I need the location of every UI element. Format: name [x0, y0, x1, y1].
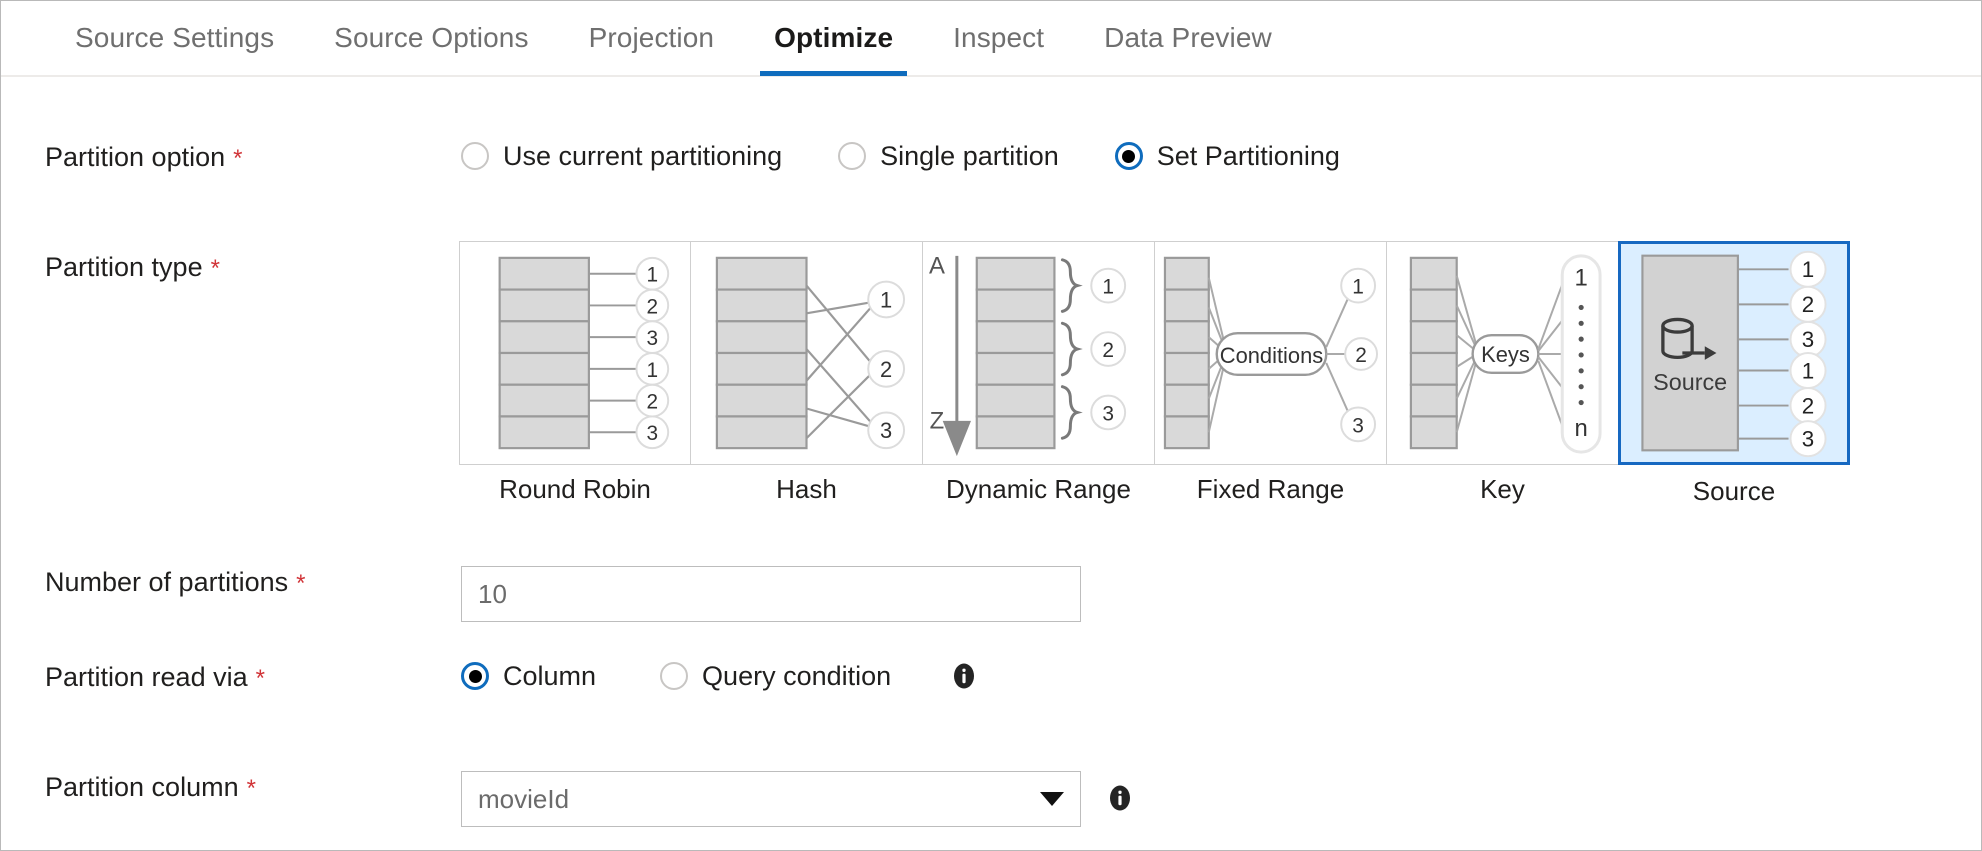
card-caption: Dynamic Range	[946, 474, 1131, 504]
radio-label: Use current partitioning	[503, 141, 783, 171]
required-asterisk: *	[233, 145, 243, 172]
radio-set-partitioning[interactable]: Set Partitioning	[1114, 141, 1340, 171]
partition-type-label: Partition type *	[45, 251, 461, 283]
partition-read-via-label-text: Partition read via	[45, 662, 248, 692]
card-caption: Source	[1692, 476, 1776, 506]
tab-data-preview[interactable]: Data Preview	[1104, 22, 1272, 53]
source-diagram-icon: Source 1 2 3	[1641, 250, 1827, 458]
required-asterisk: *	[255, 665, 265, 692]
tab-source-settings[interactable]: Source Settings	[75, 22, 275, 53]
svg-text:1: 1	[880, 287, 892, 312]
partition-type-card-hash[interactable]: 1 2 3 Hash	[691, 241, 923, 504]
tab-bar: Source Settings Source Options Projectio…	[1, 1, 1981, 77]
svg-text:3: 3	[1802, 327, 1814, 352]
source-icon-label: Source	[1653, 369, 1727, 395]
partition-column-label: Partition column *	[45, 771, 461, 803]
radio-column[interactable]: Column	[461, 661, 596, 691]
partition-read-via-row: Partition read via * Column Query conditi…	[45, 661, 977, 693]
partition-type-card-fixed-range[interactable]: Conditions 1 2 3 Fixed Range	[1155, 241, 1387, 504]
svg-text:3: 3	[880, 418, 892, 443]
conditions-pill-label: Conditions	[1220, 343, 1324, 368]
number-of-partitions-row: Number of partitions * 10	[45, 566, 1081, 622]
number-of-partitions-label-text: Number of partitions	[45, 567, 289, 597]
tab-projection[interactable]: Projection	[588, 22, 715, 53]
svg-text:1: 1	[1802, 257, 1814, 282]
partition-type-label-text: Partition type	[45, 252, 203, 282]
svg-text:1: 1	[647, 264, 659, 287]
card-caption: Fixed Range	[1196, 474, 1345, 504]
card-caption: Hash	[776, 474, 837, 504]
svg-text:1: 1	[1802, 358, 1814, 383]
key-diagram-icon: Keys 1 n	[1409, 254, 1602, 454]
svg-text:2: 2	[647, 295, 659, 318]
partition-type-card-dynamic-range[interactable]: A Z	[923, 241, 1155, 504]
partition-option-row: Partition option * Use current partitioni…	[45, 141, 1340, 173]
required-asterisk: *	[246, 775, 256, 802]
radio-circle-selected-icon[interactable]	[461, 662, 489, 690]
chevron-down-icon[interactable]	[1040, 792, 1064, 806]
number-of-partitions-input[interactable]: 10	[461, 566, 1081, 622]
svg-text:3: 3	[1102, 402, 1114, 425]
svg-text:2: 2	[880, 357, 892, 382]
number-of-partitions-label: Number of partitions *	[45, 566, 461, 598]
svg-text:2: 2	[1355, 344, 1367, 367]
radio-circle-icon[interactable]	[461, 142, 489, 170]
partition-read-via-label: Partition read via *	[45, 661, 461, 693]
radio-label: Single partition	[880, 141, 1059, 171]
partition-option-label: Partition option *	[45, 141, 461, 173]
radio-label: Query condition	[702, 661, 892, 691]
capsule-top-label: 1	[1575, 265, 1588, 292]
capsule-bottom-label: n	[1575, 415, 1588, 442]
svg-text:3: 3	[1802, 426, 1814, 451]
required-asterisk: *	[296, 570, 306, 597]
required-asterisk: *	[210, 255, 220, 282]
radio-query-condition[interactable]: Query condition	[660, 661, 891, 691]
svg-text:2: 2	[1802, 393, 1814, 418]
svg-text:1: 1	[647, 359, 659, 382]
svg-text:2: 2	[647, 391, 659, 414]
svg-text:1: 1	[1102, 276, 1114, 299]
fixed-range-diagram-icon: Conditions 1 2 3	[1163, 256, 1379, 450]
hash-diagram-icon: 1 2 3	[715, 256, 906, 450]
card-caption: Round Robin	[499, 474, 651, 504]
axis-start-label: A	[929, 253, 945, 280]
svg-text:1: 1	[1352, 276, 1364, 299]
tab-source-options[interactable]: Source Options	[334, 22, 529, 53]
dynamic-range-diagram-icon: A Z	[929, 253, 1127, 457]
svg-text:3: 3	[647, 327, 659, 350]
round-robin-diagram-icon: 1 2 3 1 2 3	[498, 256, 670, 450]
axis-end-label: Z	[930, 407, 945, 434]
info-icon[interactable]	[951, 663, 977, 689]
partition-option-radio-group: Use current partitioning Single partitio…	[461, 141, 1340, 171]
radio-label: Column	[503, 661, 597, 691]
radio-circle-icon[interactable]	[660, 662, 689, 690]
partition-column-value: movieId	[478, 783, 570, 814]
info-icon[interactable]	[1107, 785, 1133, 811]
tab-inspect[interactable]: Inspect	[953, 22, 1045, 53]
radio-use-current-partitioning[interactable]: Use current partitioning	[461, 141, 782, 171]
svg-text:2: 2	[1102, 339, 1114, 362]
keys-pill-label: Keys	[1481, 342, 1530, 367]
card-caption: Key	[1480, 474, 1525, 504]
radio-circle-icon[interactable]	[838, 142, 867, 170]
partition-type-row: Partition type *	[45, 251, 461, 283]
radio-circle-selected-icon[interactable]	[1114, 142, 1143, 170]
partition-column-dropdown[interactable]: movieId	[461, 771, 1081, 827]
database-export-icon	[1661, 317, 1717, 360]
svg-text:2: 2	[1802, 292, 1814, 317]
radio-label: Set Partitioning	[1156, 141, 1340, 171]
partition-option-label-text: Partition option	[45, 142, 226, 172]
partition-read-via-radio-group: Column Query condition	[461, 661, 977, 691]
tab-optimize[interactable]: Optimize	[744, 1, 923, 76]
partition-column-label-text: Partition column	[45, 772, 239, 802]
radio-single-partition[interactable]: Single partition	[838, 141, 1059, 171]
partition-type-card-round-robin[interactable]: 1 2 3 1 2 3 Round Robin	[459, 241, 691, 504]
svg-text:3: 3	[647, 422, 659, 445]
partition-column-row: Partition column * movieId	[45, 771, 1133, 827]
svg-text:3: 3	[1352, 414, 1364, 437]
partition-type-card-source[interactable]: Source 1 2 3	[1618, 241, 1850, 506]
partition-type-card-key[interactable]: Keys 1 n Key	[1387, 241, 1619, 504]
partition-type-card-list: 1 2 3 1 2 3 Round Robin	[459, 241, 1850, 506]
